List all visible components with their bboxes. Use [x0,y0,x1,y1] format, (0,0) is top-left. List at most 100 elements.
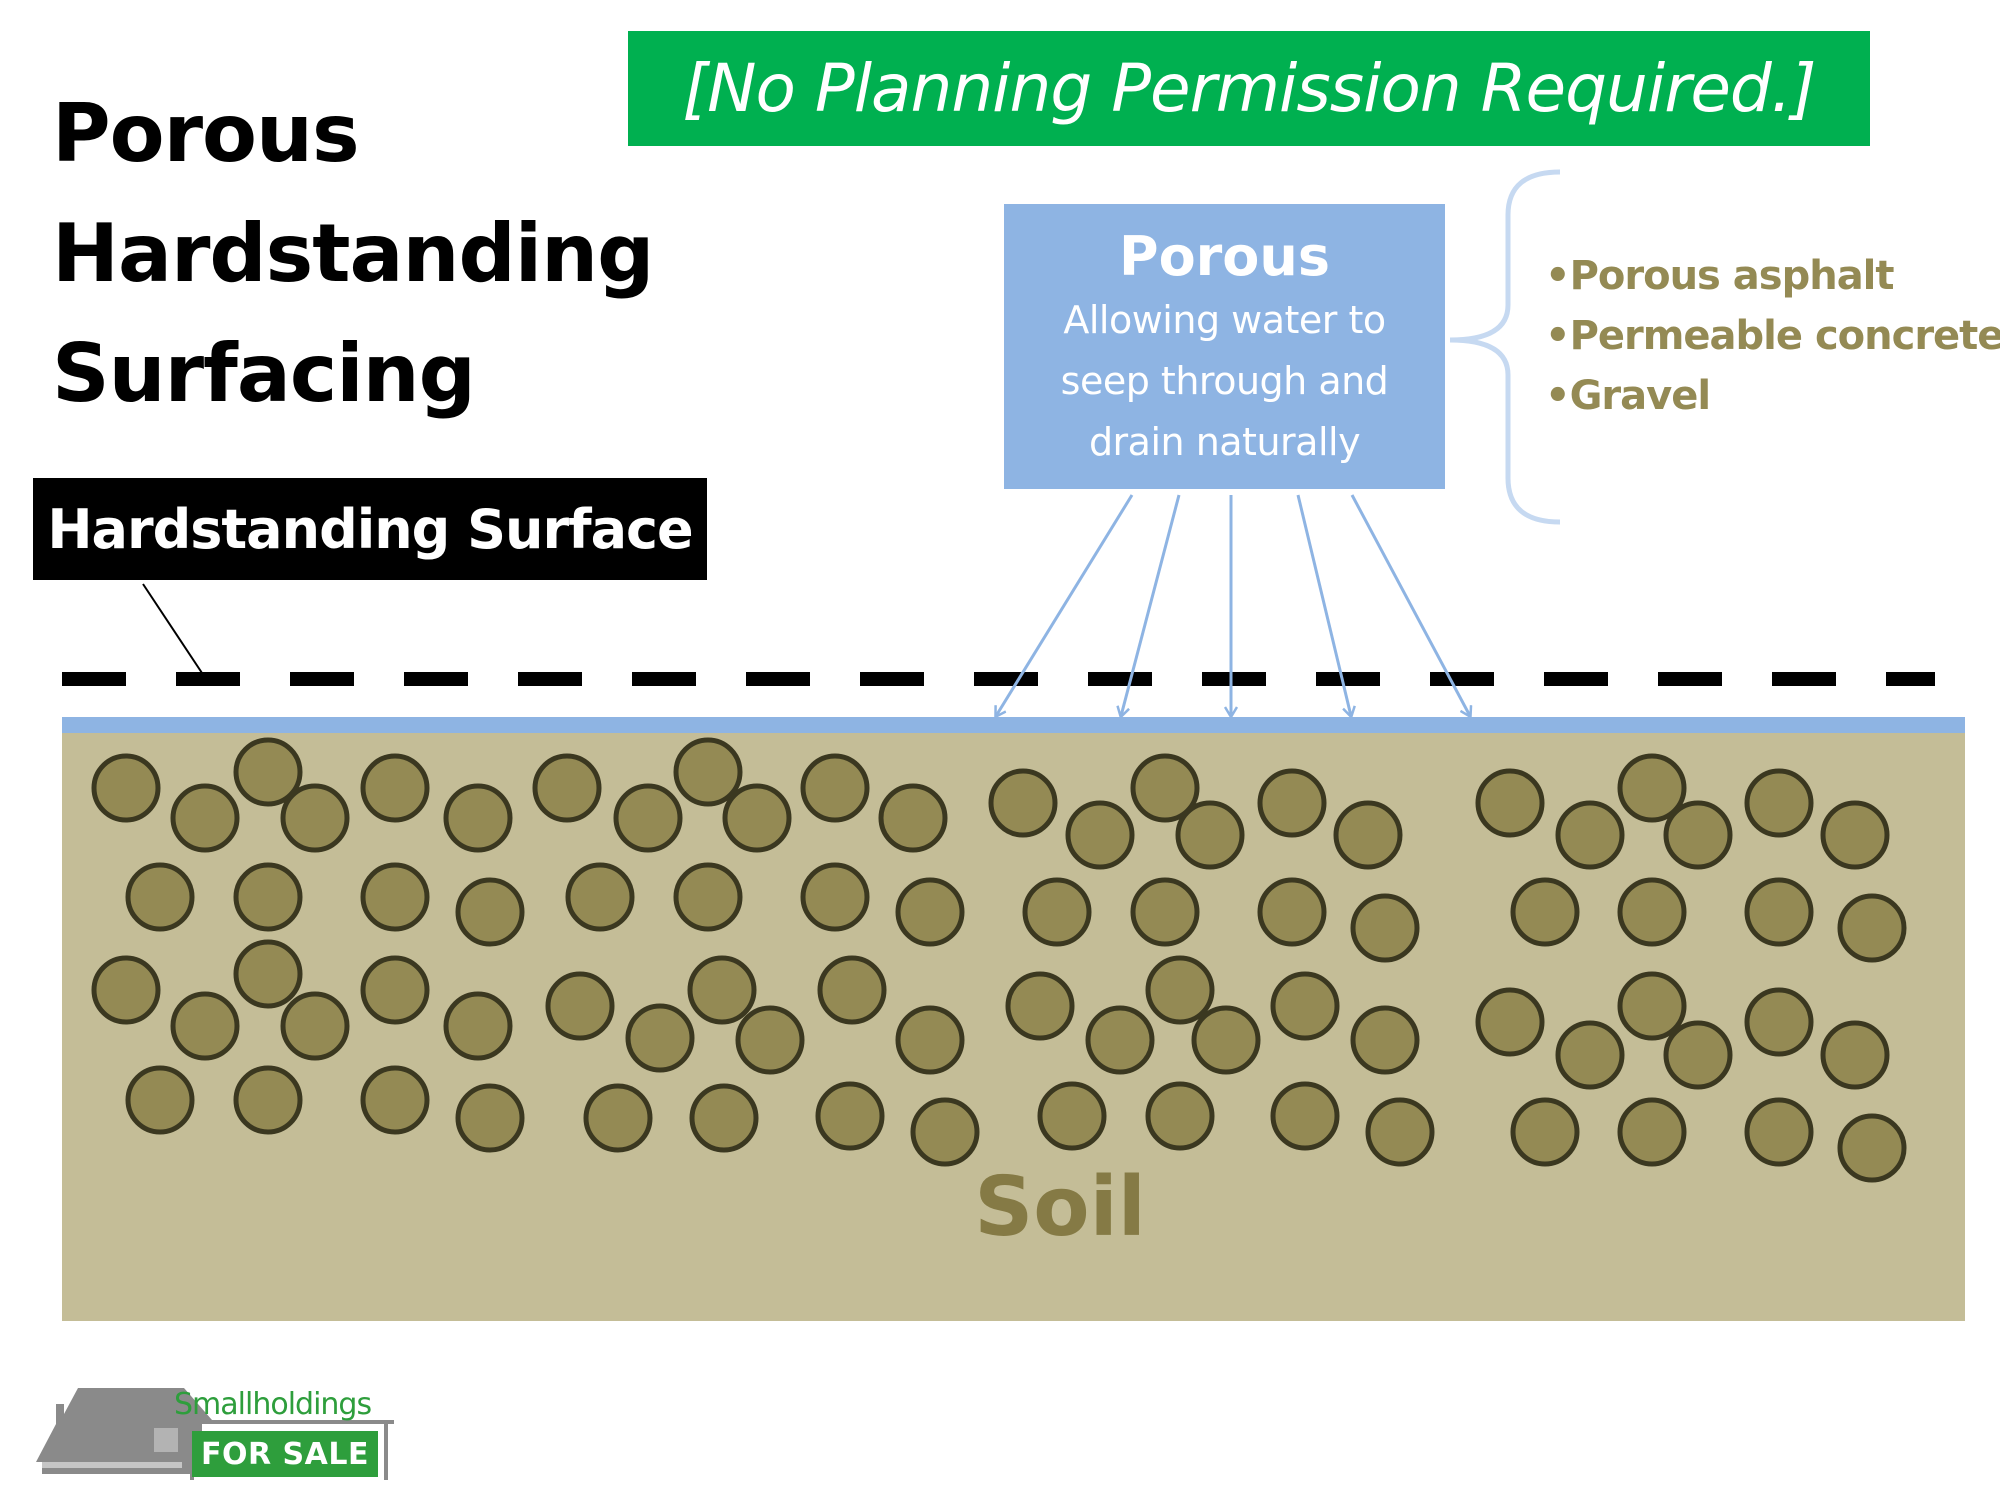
example-item: •Gravel [1545,373,1711,419]
gravel-stone [878,783,948,853]
gravel-stone [233,1065,303,1135]
gravel-stone [455,877,525,947]
porous-callout-heading: Porous [1119,225,1330,288]
example-item: •Permeable concrete [1545,313,2000,359]
gravel-stone [1617,1097,1687,1167]
gravel-stone [1270,971,1340,1041]
gravel-stone [91,955,161,1025]
porous-callout-desc-line-2: seep through and [1060,359,1389,403]
gravel-stone [565,862,635,932]
gravel-stone [1510,1097,1580,1167]
gravel-stone [1837,1113,1907,1183]
example-item: •Porous asphalt [1545,253,1895,299]
drainage-arrow [1350,494,1470,716]
gravel-stone [280,783,350,853]
gravel-stone [1333,800,1403,870]
gravel-stone [673,737,743,807]
gravel-stone [1270,1081,1340,1151]
gravel-stone [613,783,683,853]
gravel-stone [170,783,240,853]
page-title: Porous Hardstanding Surfacing [52,74,654,434]
gravel-stone [1663,1020,1733,1090]
gravel-stone [125,862,195,932]
porous-examples-list: •Porous asphalt •Permeable concrete •Gra… [1545,246,2000,426]
gravel-stone [1037,1081,1107,1151]
gravel-stone [360,1065,430,1135]
gravel-stone [1510,877,1580,947]
gravel-stone [1350,1005,1420,1075]
gravel-stone [895,1005,965,1075]
gravel-stone [817,955,887,1025]
gravel-stone [895,877,965,947]
gravel-stone [1350,893,1420,963]
stones-group [91,737,1907,1183]
gravel-stone [625,1003,695,1073]
gravel-stone [233,862,303,932]
gravel-stone [1744,1097,1814,1167]
porous-surface-line [62,717,1965,733]
porous-callout-desc-line-1: Allowing water to [1063,298,1386,342]
page-title-line-2: Hardstanding [52,207,654,300]
gravel-stone [1820,800,1890,870]
gravel-stone [360,955,430,1025]
gravel-stone [455,1083,525,1153]
page-title-line-3: Surfacing [52,327,476,420]
gravel-stone [1475,768,1545,838]
gravel-stone [1065,800,1135,870]
gravel-stone [988,768,1058,838]
gravel-stone [91,753,161,823]
gravel-stone [1022,877,1092,947]
gravel-stone [1744,987,1814,1057]
gravel-stone [1365,1097,1435,1167]
gravel-stone [800,862,870,932]
gravel-stone [910,1097,980,1167]
gravel-stone [1475,987,1545,1057]
gravel-stone [1005,971,1075,1041]
gravel-stone [1145,1081,1215,1151]
drainage-arrow [996,494,1134,716]
gravel-stone [1175,800,1245,870]
gravel-stone [360,862,430,932]
gravel-stone [233,737,303,807]
hardstanding-surface-label-text: Hardstanding Surface [47,497,693,561]
logo-name: Smallholdings [174,1387,372,1422]
gravel-stone [443,783,513,853]
gravel-stone [583,1083,653,1153]
gravel-stone [1555,800,1625,870]
gravel-stone [815,1081,885,1151]
gravel-stone [687,955,757,1025]
drainage-arrow [1121,494,1181,716]
logo-badge: FOR SALE [192,1431,378,1477]
gravel-stone [170,991,240,1061]
gravel-stone [1744,768,1814,838]
gravel-stone [722,783,792,853]
gravel-stone [360,753,430,823]
gravel-stone [1617,971,1687,1041]
gravel-stone [1130,877,1200,947]
gravel-stone [800,753,870,823]
gravel-stone [1663,800,1733,870]
gravel-stone [1257,768,1327,838]
house-icon [36,1388,394,1480]
gravel-stone [1130,753,1200,823]
page-title-line-1: Porous [52,87,360,180]
gravel-stone [1555,1020,1625,1090]
gravel-stone [280,991,350,1061]
gravel-stone [1191,1005,1261,1075]
gravel-stone [233,939,303,1009]
gravel-stone [673,862,743,932]
gravel-stone [689,1083,759,1153]
planning-banner-text: [No Planning Permission Required.] [682,50,1816,127]
gravel-stone [1744,877,1814,947]
examples-brace [1449,169,1561,525]
gravel-stone [1617,877,1687,947]
soil-label: Soil [974,1160,1146,1255]
gravel-stone [1257,877,1327,947]
gravel-stone [735,1005,805,1075]
gravel-stone [545,971,615,1041]
gravel-stone [125,1065,195,1135]
gravel-stone [1820,1020,1890,1090]
gravel-stone [1837,893,1907,963]
gravel-stone [1145,955,1215,1025]
